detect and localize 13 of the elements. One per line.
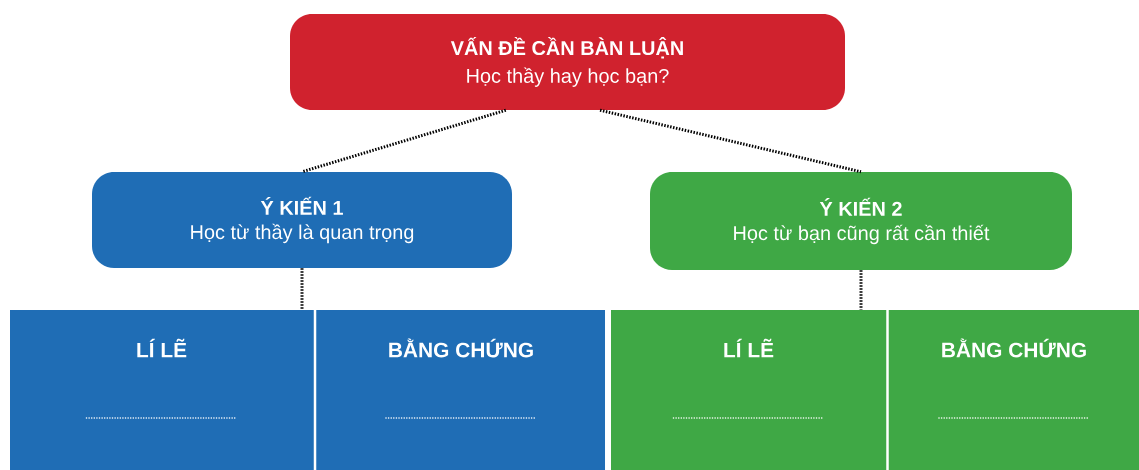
rounded-box: Ý KIẾN 2 Học từ bạn cũng rất cần thiết (650, 172, 1072, 270)
rounded-box: Ý KIẾN 1 Học từ thầy là quan trọng (92, 172, 512, 268)
cell: LÍ LẼ (137, 338, 187, 358)
cell: LÍ LẼ (724, 338, 774, 358)
panel (10, 310, 605, 470)
dotted-connector (859, 270, 863, 310)
rounded-box: VẤN ĐỀ CẦN BÀN LUẬN Học thầy hay học bạn? (290, 14, 845, 110)
cell: BẰNG CHỨNG (389, 338, 533, 358)
dotted-connector (300, 268, 304, 310)
dotted-connector (599, 108, 862, 174)
dotted-connector (301, 108, 507, 174)
panel (611, 310, 1139, 470)
cell: BẰNG CHỨNG (942, 338, 1086, 358)
